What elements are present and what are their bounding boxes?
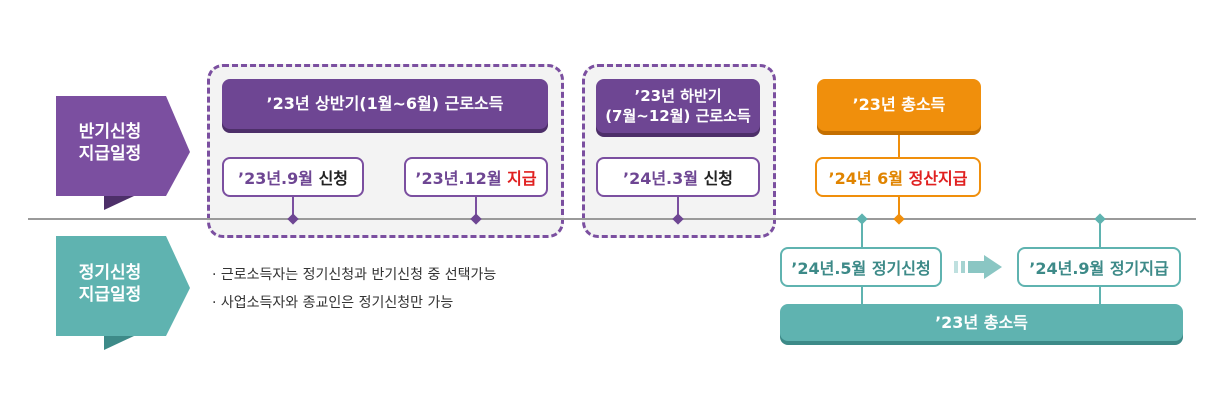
regular-ribbon-line1: 정기신청 bbox=[78, 263, 142, 283]
settlement-date: ’24년 6월 bbox=[828, 169, 904, 188]
regular-ribbon-fold bbox=[104, 336, 134, 350]
second-half-apply-action: 신청 bbox=[703, 169, 734, 188]
first-half-apply-date: ’23년.9월 bbox=[237, 169, 313, 188]
regular-apply-pill: ’24년.5월 정기신청 bbox=[780, 247, 942, 287]
regular-ribbon bbox=[56, 236, 190, 336]
regular-apply-connector bbox=[861, 219, 863, 247]
first-half-pay-date: ’23년.12월 bbox=[415, 169, 502, 188]
settlement-pill: ’24년 6월 정산지급 bbox=[815, 157, 981, 197]
half-ribbon-label: 반기신청 지급일정 bbox=[60, 121, 160, 165]
first-half-header: ’23년 상반기(1월~6월) 근로소득 bbox=[222, 79, 548, 129]
regular-apply-marker bbox=[856, 213, 868, 225]
regular-pay-pill: ’24년.9월 정기지급 bbox=[1017, 247, 1181, 287]
half-ribbon-line1: 반기신청 bbox=[78, 122, 142, 142]
regular-pay-marker bbox=[1094, 213, 1106, 225]
first-half-pay-pill: ’23년.12월 지급 bbox=[404, 157, 548, 197]
second-half-header: ’23년 하반기 (7월~12월) 근로소득 bbox=[596, 79, 760, 133]
half-ribbon bbox=[56, 96, 190, 196]
second-half-header-line2: (7월~12월) 근로소득 bbox=[605, 107, 751, 125]
total-income-header: ’23년 총소득 bbox=[817, 79, 981, 131]
settlement-action: 정산지급 bbox=[908, 169, 968, 188]
note-1: · 근로소득자는 정기신청과 반기신청 중 선택가능 bbox=[212, 267, 497, 283]
first-half-pay-connector bbox=[475, 197, 477, 219]
regular-ribbon-line2: 지급일정 bbox=[78, 285, 142, 305]
second-half-apply-date: ’24년.3월 bbox=[622, 169, 698, 188]
first-half-apply-pill: ’23년.9월 신청 bbox=[222, 157, 364, 197]
arrow-right-icon bbox=[954, 255, 1002, 279]
settlement-connector bbox=[898, 197, 900, 219]
total-income-connector-top bbox=[898, 135, 900, 157]
note-2: · 사업소득자와 종교인은 정기신청만 가능 bbox=[212, 295, 454, 311]
first-half-pay-action: 지급 bbox=[507, 169, 537, 188]
first-half-apply-action: 신청 bbox=[318, 169, 349, 188]
first-half-apply-connector bbox=[292, 197, 294, 219]
second-half-apply-pill: ’24년.3월 신청 bbox=[596, 157, 760, 197]
settlement-marker bbox=[893, 213, 905, 225]
regular-pay-connector-bottom bbox=[1099, 287, 1101, 305]
regular-total-income-bar: ’23년 총소득 bbox=[780, 304, 1183, 341]
second-half-header-line1: ’23년 하반기 bbox=[634, 87, 722, 105]
half-ribbon-line2: 지급일정 bbox=[78, 144, 142, 164]
half-ribbon-fold bbox=[104, 196, 134, 210]
timeline-axis bbox=[28, 218, 1196, 220]
second-half-apply-connector bbox=[677, 197, 679, 219]
regular-apply-connector-bottom bbox=[861, 287, 863, 305]
regular-ribbon-label: 정기신청 지급일정 bbox=[60, 262, 160, 306]
regular-pay-connector bbox=[1099, 219, 1101, 247]
ribbon-shapes bbox=[56, 96, 190, 350]
